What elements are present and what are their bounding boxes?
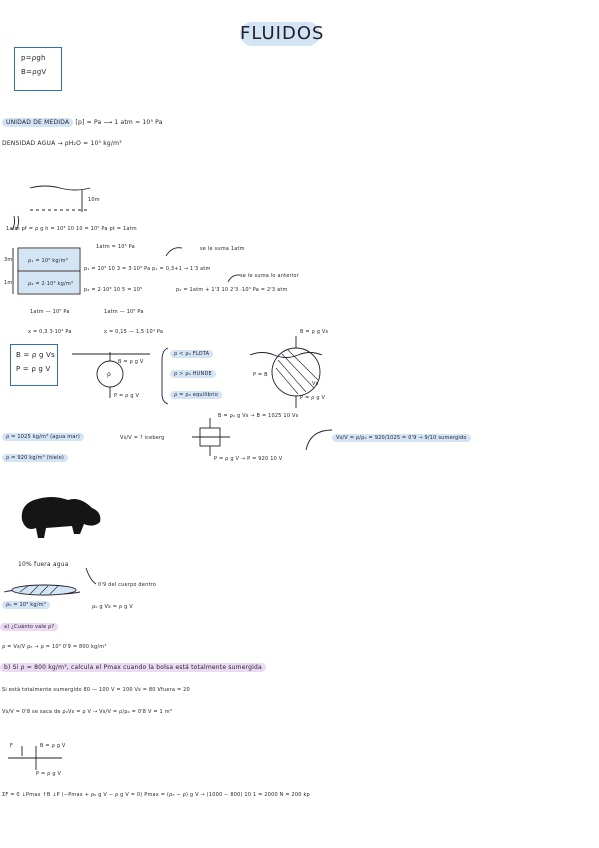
atm-arrow bbox=[165, 247, 183, 257]
hippo-rho0: ρ₀ = 10³ kg/m³ bbox=[2, 601, 50, 609]
sphere-vs: Vs bbox=[312, 381, 319, 387]
page-title: FLUIDOS bbox=[240, 22, 325, 46]
rule-row-2b: x = 0,15 — 1,5·10⁴ Pa bbox=[104, 329, 164, 335]
answer-a: ρ = Vs/V ρ₀ → ρ = 10³ 0'9 = 800 kg/m³ bbox=[2, 644, 107, 650]
unit-text: [p] = Pa ⟶ 1 atm ≈ 10⁵ Pa bbox=[75, 119, 163, 126]
case-sink: ρ > ρ₀ HUNDE bbox=[170, 370, 216, 378]
sphere-hatch bbox=[275, 349, 319, 395]
prev-note: se le suma lo anterior bbox=[240, 273, 299, 279]
formula-buoyancy-vs: B = ρ g Vs bbox=[16, 351, 55, 359]
formula-buoyancy: B=ρgV bbox=[21, 68, 47, 76]
sea-density: ρ = 1025 kg/m³ (agua mar) bbox=[2, 433, 85, 441]
unit-heading: UNIDAD DE MEDIDA bbox=[2, 118, 74, 127]
surface-calc: 1atm pf = ρ g h = 10³ 10 10 = 10⁵ Pa pt … bbox=[6, 226, 137, 232]
layer2-fill bbox=[19, 272, 79, 293]
ocean-surface bbox=[29, 185, 91, 191]
final-force: F bbox=[10, 743, 14, 749]
cases-brace bbox=[161, 347, 169, 405]
question-b: b) Si ρ = 800 kg/m³, calcula el Pmax cua… bbox=[0, 663, 266, 672]
final-force-arrows bbox=[21, 746, 37, 770]
layer1-label: ρ₁ = 10³ kg/m³ bbox=[28, 258, 68, 264]
rule-row-1a: 1atm — 10⁵ Pa bbox=[30, 309, 70, 315]
ice-density: ρ = 920 kg/m³ (hielo) bbox=[2, 454, 69, 462]
final-buoyancy: B = ρ g V bbox=[40, 743, 66, 749]
ice-answer-arrow bbox=[305, 429, 333, 451]
sphere-weight-label: P = ρ g V bbox=[300, 395, 326, 401]
atm-line: 1atm = 10⁵ Pa bbox=[96, 244, 135, 250]
h2-label: 1m bbox=[4, 280, 13, 286]
hippo-hatch bbox=[19, 585, 59, 595]
rule-row-1b: 1atm — 10⁵ Pa bbox=[104, 309, 144, 315]
layer2-label: ρ₂ = 2·10³ kg/m³ bbox=[28, 281, 74, 287]
answer-b-2: Vs/V = 0'8 se saca de ρ₀Vs = ρ V → Vs/V … bbox=[2, 709, 172, 715]
formula-box-pressure: p=ρgh B=ρgV bbox=[14, 47, 62, 91]
sphere-p-equals-b: P = B bbox=[253, 372, 268, 378]
formula-weight: P = ρ g V bbox=[16, 365, 51, 373]
hippo-out-label: 10% fuera agua bbox=[18, 561, 69, 568]
ball-weight-label: P = ρ g V bbox=[114, 393, 140, 399]
ball-density-label: ρ bbox=[107, 371, 112, 378]
unit-line: UNIDAD DE MEDIDA [p] = Pa ⟶ 1 atm ≈ 10⁵ … bbox=[2, 118, 163, 127]
atm-note: se le suma 1atm bbox=[200, 246, 245, 252]
answer-b-1: Si está totalmente sumergido 80 — 100 V … bbox=[2, 687, 190, 693]
pressure-calc-2: p₂ = 2·10³ 10 5 = 10⁵ bbox=[84, 287, 143, 293]
iceberg-answer: Vs/V = ρ/ρ₀ = 920/1025 = 0'9 → 9/10 sume… bbox=[332, 434, 471, 442]
hippo-in-label: 0'9 del cuerpo dentro bbox=[98, 582, 157, 588]
formula-pressure: p=ρgh bbox=[21, 54, 46, 62]
final-equation: ΣF = 0 ↓Pmax ↑B ↓P (−Pmax + ρ₀ g V − ρ g… bbox=[2, 792, 310, 798]
hippo-silhouette bbox=[21, 497, 101, 538]
ball-buoyancy-label: B = ρ g V bbox=[118, 359, 144, 365]
pressure-calc-3: p₂ = 1atm + 1'3 10 2'3 ·10⁵ Pa = 2'3 atm bbox=[176, 287, 288, 293]
case-equilibrium: ρ = ρ₀ equilibrio bbox=[170, 391, 222, 399]
iceberg-question: Vs/V = ? iceberg bbox=[120, 435, 165, 441]
h1-label: 3m bbox=[4, 257, 13, 263]
final-weight: P = ρ g V bbox=[36, 771, 62, 777]
rule-row-2a: x = 0,3 3·10⁴ Pa bbox=[28, 329, 72, 335]
hippo-equation: ρ₀ g Vs = ρ g V bbox=[92, 604, 133, 610]
water-density: DENSIDAD AGUA → ρH₂O = 10³ kg/m³ bbox=[2, 140, 122, 147]
case-float: ρ < ρ₀ FLOTA bbox=[170, 350, 214, 358]
formula-box-float: B = ρ g Vs P = ρ g V bbox=[10, 344, 58, 386]
pressure-calc-1: p₁ = 10³ 10 3 = 3·10⁴ Pa p₁ = 0,3+1 → 1'… bbox=[84, 266, 211, 272]
iceberg-weight: P = ρ g V → P = 920 10 V bbox=[214, 456, 283, 462]
question-a: a) ¿Cuánto vale ρ? bbox=[0, 623, 59, 631]
iceberg-buoyancy: B = ρ₀ g Vs → B = 1025 10 Vs bbox=[218, 413, 299, 419]
hippo-arrow bbox=[85, 567, 97, 585]
air-arrows bbox=[11, 215, 20, 231]
depth-label: 10m bbox=[88, 197, 100, 203]
prev-arrow bbox=[227, 274, 241, 283]
sphere-buoyancy-label: B = ρ g Vs bbox=[300, 329, 329, 335]
layer1-fill bbox=[19, 249, 79, 270]
